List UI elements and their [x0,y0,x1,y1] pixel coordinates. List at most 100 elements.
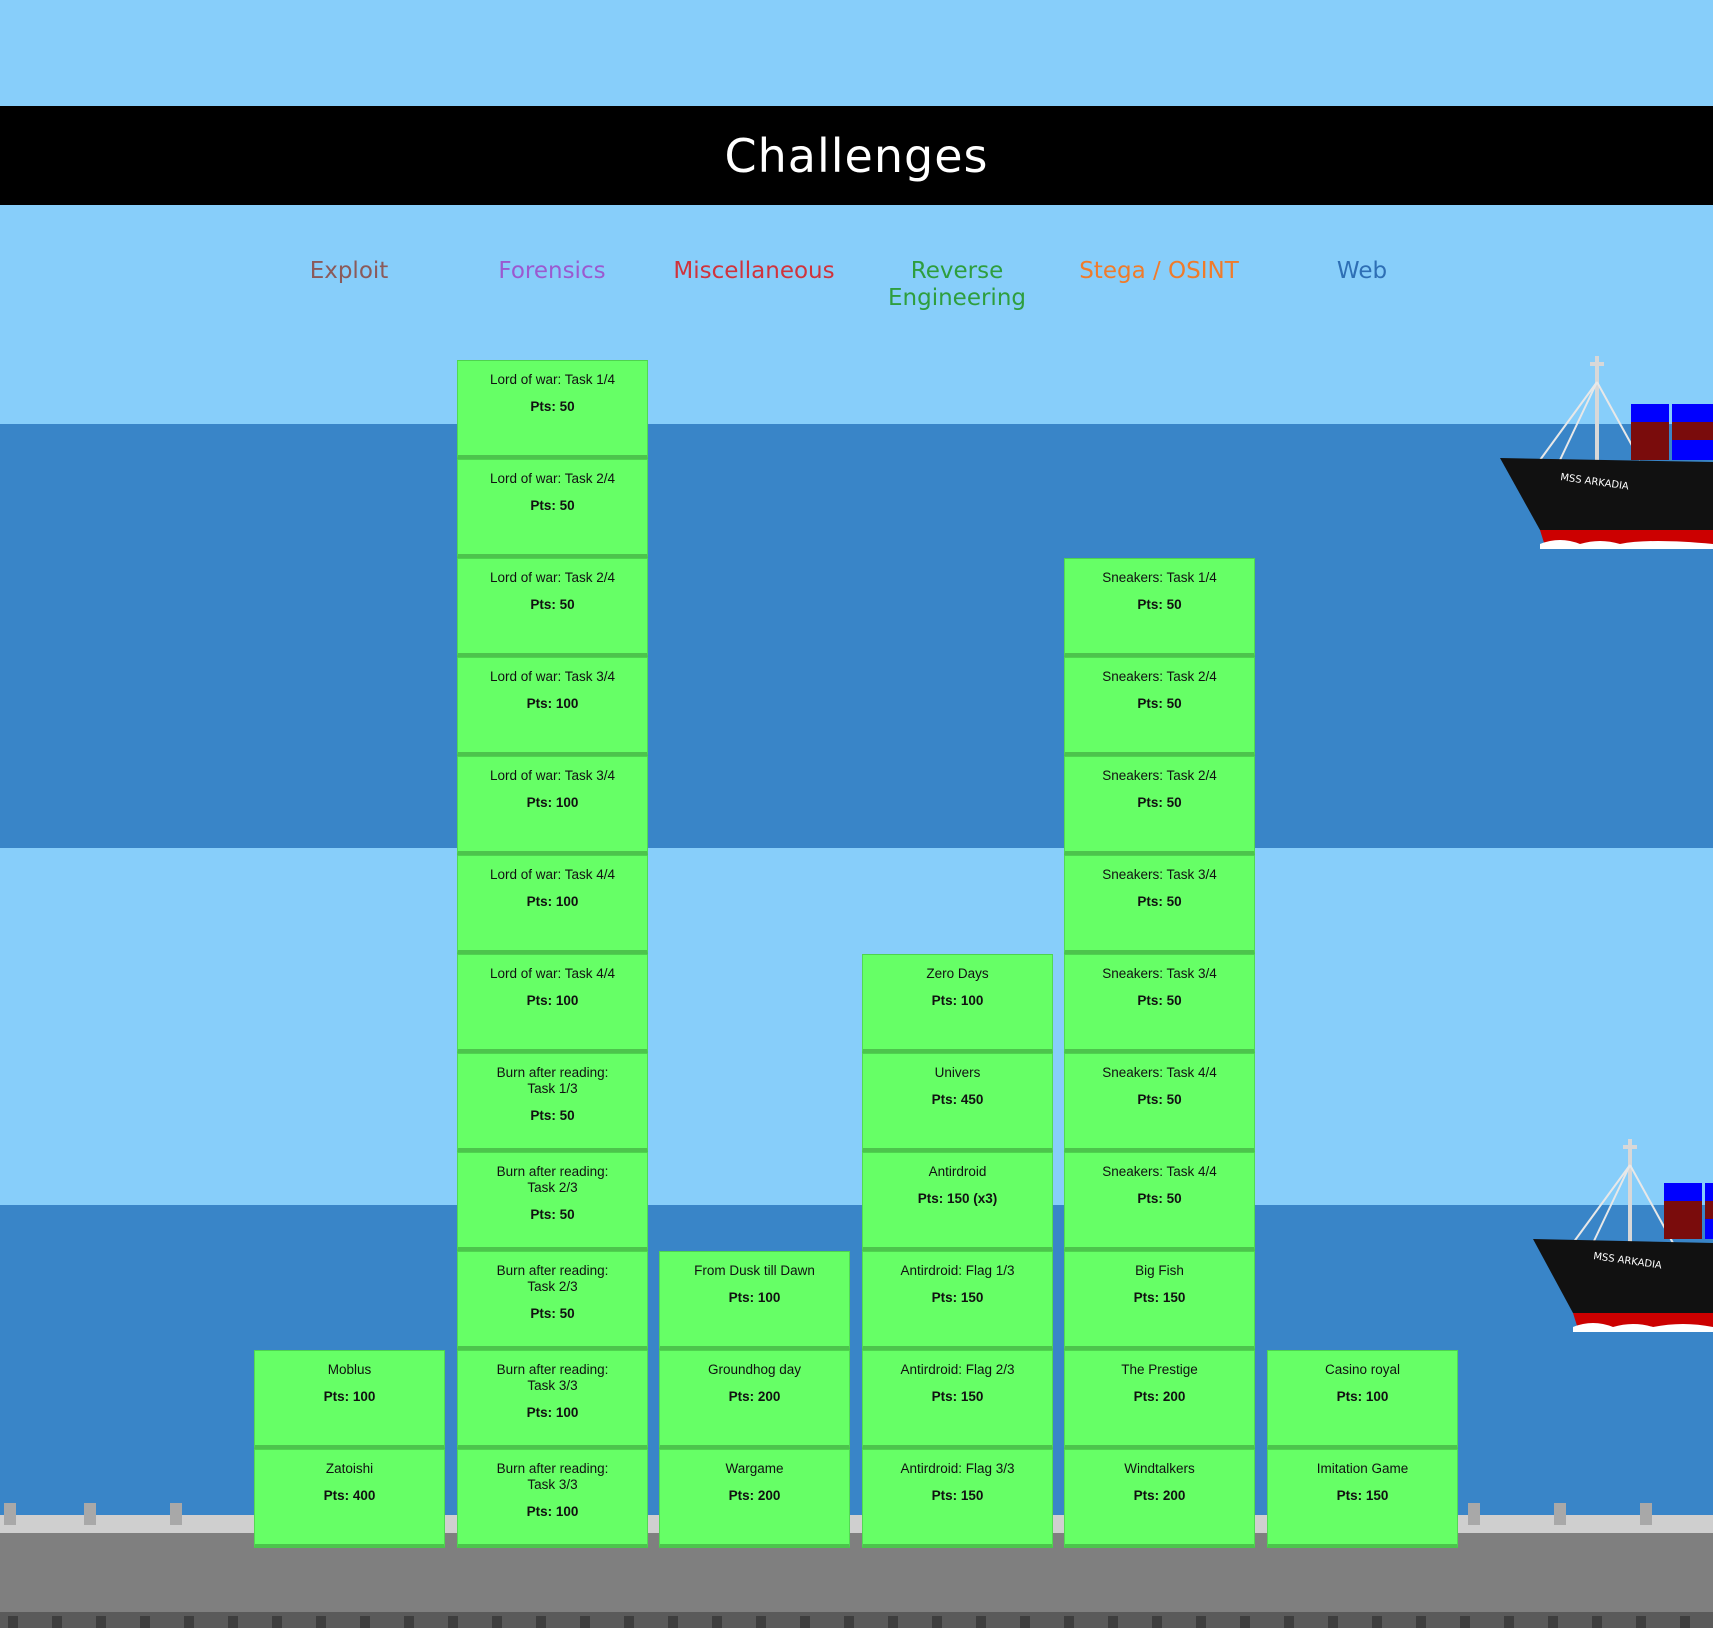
challenge-name: Sneakers: Task 3/4 [1102,867,1217,882]
rail-tie [1328,1616,1338,1628]
rail-tie [1460,1616,1470,1628]
challenge-points: Pts: 50 [1137,1092,1182,1107]
challenge-name: Imitation Game [1316,1461,1409,1476]
challenge-points: Pts: 150 [1336,1488,1389,1503]
challenge-name: Sneakers: Task 1/4 [1102,570,1217,585]
rail-tie [932,1616,942,1628]
challenge-points: Pts: 100 [1336,1389,1389,1404]
rail-tie [360,1616,370,1628]
challenge-points: Pts: 450 [931,1092,984,1107]
challenge-points: Pts: 50 [530,498,575,513]
challenge-name: Moblus [327,1362,372,1377]
rail-tie [1636,1616,1646,1628]
rail-tie [1416,1616,1426,1628]
rail-tie [844,1616,854,1628]
challenge-name: Burn after reading: Task 2/3 [496,1263,609,1294]
dock-bollard [4,1503,16,1525]
challenge-name: Zero Days [926,966,989,981]
challenge-name: Big Fish [1135,1263,1184,1278]
challenge-name: Zatoishi [325,1461,374,1476]
challenge-points: Pts: 150 (x3) [917,1191,998,1206]
rail-tie [712,1616,722,1628]
dock-bollard [1468,1503,1480,1525]
title-bar: Challenges [0,106,1713,205]
rail-tie [1152,1616,1162,1628]
challenge-name: Lord of war: Task 2/4 [489,570,616,585]
challenge-points: Pts: 50 [1137,1191,1182,1206]
challenge-points: Pts: 100 [526,894,579,909]
rail-tie [404,1616,414,1628]
challenge-points: Pts: 100 [526,1405,579,1420]
category-header-exploit: Exploit [309,258,389,284]
challenge-name: Burn after reading: Task 3/3 [496,1362,609,1393]
cargo-ship-upper: MSS ARKADIA [1500,356,1713,549]
challenge-points: Pts: 100 [526,993,579,1008]
rail-tie [668,1616,678,1628]
challenge-points: Pts: 100 [323,1389,376,1404]
challenge-points: Pts: 50 [530,1108,575,1123]
challenge-points: Pts: 50 [530,597,575,612]
challenge-name: Sneakers: Task 2/4 [1102,768,1217,783]
challenge-name: Antirdroid: Flag 1/3 [900,1263,1015,1278]
challenge-name: Wargame [725,1461,784,1476]
rail-tie [888,1616,898,1628]
challenge-name: Lord of war: Task 3/4 [489,669,616,684]
rail-tie [1108,1616,1118,1628]
rail-tie [1284,1616,1294,1628]
rail-tie [140,1616,150,1628]
challenge-name: Sneakers: Task 3/4 [1102,966,1217,981]
challenge-name: Lord of war: Task 4/4 [489,966,616,981]
rail-tie [228,1616,238,1628]
challenge-name: From Dusk till Dawn [694,1263,815,1278]
challenge-name: Groundhog day [707,1362,802,1377]
challenge-name: Burn after reading: Task 3/3 [496,1461,609,1492]
challenge-name: Univers [934,1065,981,1080]
challenge-points: Pts: 100 [526,795,579,810]
challenge-name: Sneakers: Task 4/4 [1102,1164,1217,1179]
rail-tie [52,1616,62,1628]
challenge-points: Pts: 50 [1137,795,1182,810]
rail-tie [1240,1616,1250,1628]
rail-tie [800,1616,810,1628]
rail-tie [1592,1616,1602,1628]
challenge-points: Pts: 50 [530,1207,575,1222]
